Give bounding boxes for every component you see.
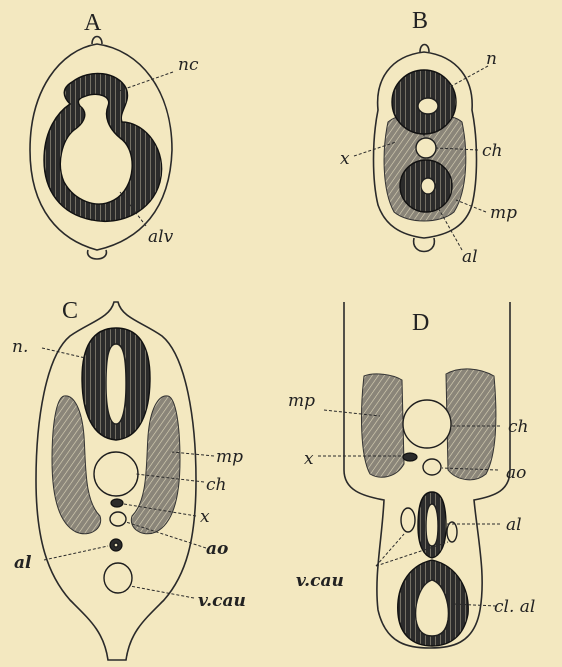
panel-a-letter: A [84,10,102,36]
panel-d-letter: D [412,310,429,336]
panel-b-notochord [416,138,436,158]
panel-d-label-al: al [506,515,522,535]
panel-b-bottom-knob [414,238,435,252]
panel-b: B n ch x mp al [340,8,517,267]
panel-d-muscle-right [446,369,496,480]
panel-b-alimentary-lumen [421,178,435,194]
panel-b-label-mp: mp [490,203,517,223]
panel-a: A nc alv [30,10,199,259]
panel-a-label-alv: alv [148,227,174,247]
panel-c-label-vcau: v.cau [198,591,246,611]
panel-d-caudal-vein-left [401,508,415,532]
panel-b-label-x: x [340,149,350,169]
panel-d-muscle-left [362,374,404,477]
panel-c-label-mp: mp [216,447,243,467]
panel-b-label-n: n [486,49,497,69]
panel-c-neural-canal [106,344,126,424]
panel-d: D mp ch x ao al v.cau [288,302,535,648]
panel-a-top-knob [92,37,102,45]
panel-d-x-body [403,453,417,461]
panel-c-label-ao: ao [206,539,228,559]
panel-c-aorta [110,512,126,526]
panel-d-label-ao: ao [506,463,526,483]
panel-d-label-ch: ch [508,417,528,437]
panel-c-al-leader [44,546,108,560]
panel-d-caudal-vein-right [447,522,457,542]
panel-c-label-ch: ch [206,475,226,495]
panel-c-label-al: al [14,553,32,573]
panel-b-neural-canal [418,98,438,114]
panel-d-label-mp: mp [288,391,315,411]
panel-a-neural-ring [44,73,162,221]
panel-c-x-body [111,499,123,507]
panel-c-notochord [94,452,138,496]
panel-c-vcau-leader [130,586,194,598]
panel-b-letter: B [412,8,428,34]
panel-d-notochord [403,400,451,448]
panel-b-label-al: al [462,247,478,267]
panel-b-label-ch: ch [482,141,502,161]
panel-b-n-leader [448,66,488,88]
panel-d-label-vcau: v.cau [296,571,344,591]
panel-d-alimentary-lumen [426,504,438,546]
panel-a-nc-leader [116,72,173,92]
panel-d-label-x: x [304,449,314,469]
panel-c-alimentary-lumen [114,543,118,547]
panel-d-label-clal: cl. al [494,597,535,617]
panel-c-caudal-vein [104,563,132,593]
panel-c: C n. mp ch x ao al v.cau [12,298,246,660]
panel-d-aorta [423,459,441,475]
panel-a-bottom-knob [88,250,107,259]
panel-c-label-x: x [200,507,210,527]
panel-b-top-knob [420,45,429,53]
panel-c-label-n: n. [12,337,28,357]
panel-c-letter: C [62,298,78,324]
panel-a-label-nc: nc [178,55,199,75]
panel-b-mp-leader [456,200,486,212]
